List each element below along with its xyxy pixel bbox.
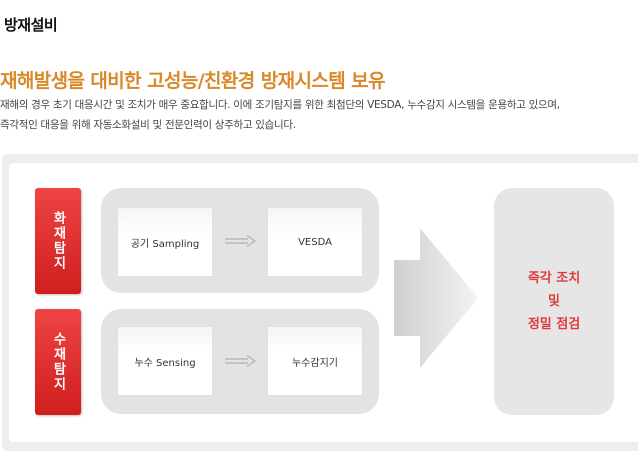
leak-sensing-label: 누수 Sensing [134, 357, 196, 369]
result-line-2: 및 [548, 294, 560, 309]
arrow-right-icon [225, 354, 257, 368]
description-line-1: 재해의 경우 초기 대응시간 및 조치가 매우 중요합니다. 이에 조기탐지를 … [0, 99, 560, 111]
leak-detector-label: 누수감지기 [292, 357, 338, 369]
leak-detection-tab: 수재탐지 [35, 309, 81, 415]
vesda-label: VESDA [298, 236, 332, 248]
leak-detector-card: 누수감지기 [268, 327, 362, 395]
arrow-right-icon [225, 234, 257, 248]
big-arrow-right-icon [394, 228, 478, 368]
air-sampling-label: 공기 Sampling [130, 238, 200, 250]
section-title: 방재설비 [4, 16, 58, 34]
description-line-2: 즉각적인 대응을 위해 자동소화설비 및 전문인력이 상주하고 있습니다. [0, 119, 296, 131]
result-line-3: 정밀 점검 [527, 317, 581, 332]
fire-detection-label: 화재탐지 [50, 211, 66, 271]
leak-detection-label: 수재탐지 [50, 332, 66, 392]
result-line-1: 즉각 조치 [527, 271, 581, 286]
leak-sensing-card: 누수 Sensing [118, 327, 212, 395]
headline: 재해발생을 대비한 고성능/친환경 방재시스템 보유 [0, 70, 385, 92]
air-sampling-card: 공기 Sampling [118, 208, 212, 276]
result-box: 즉각 조치 및 정밀 점검 [494, 188, 614, 415]
vesda-card: VESDA [268, 208, 362, 276]
fire-detection-tab: 화재탐지 [35, 188, 81, 294]
